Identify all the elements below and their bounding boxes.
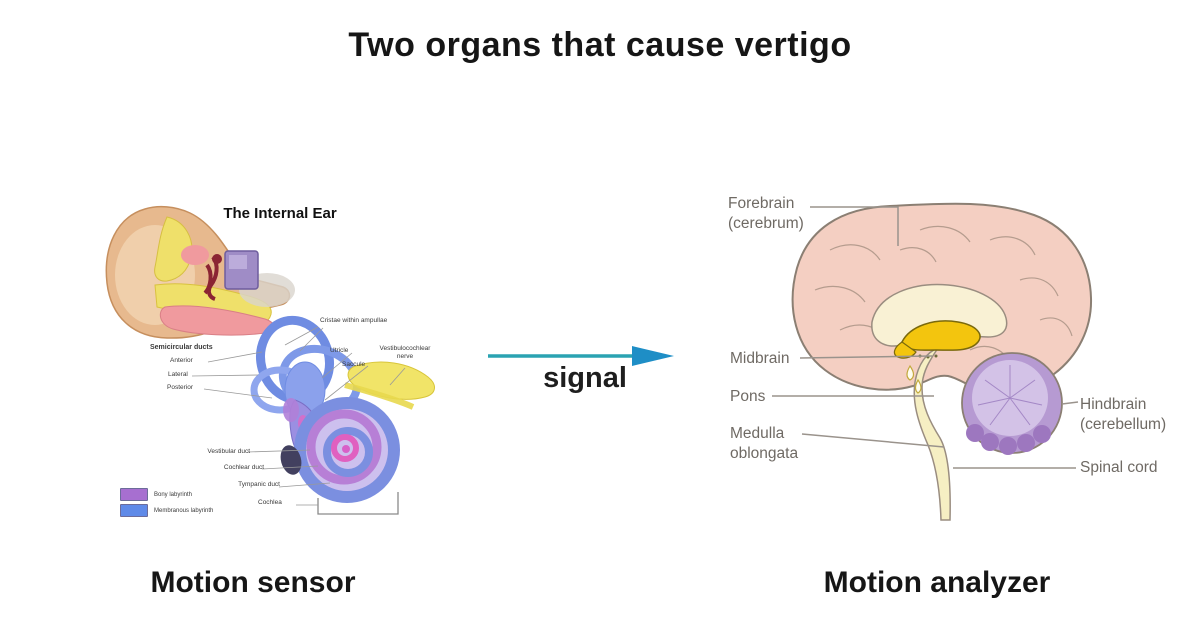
brain-pointer-lines (772, 206, 1079, 469)
label-saccule: Saccule (342, 361, 366, 368)
arbor-vitae-lines (977, 365, 1043, 426)
label-medulla-oblongata: Medulla oblongata (730, 425, 799, 462)
legend-membranous-labyrinth: Membranous labyrinth (120, 504, 213, 517)
label-vestibular-duct: Vestibular duct (207, 448, 250, 455)
membranous-labyrinth-label: Membranous labyrinth (154, 507, 214, 514)
legend-bony-labyrinth: Bony labyrinth (120, 488, 192, 501)
label-spinal-cord: Spinal cord (1080, 459, 1158, 476)
label-pons: Pons (730, 388, 766, 405)
ossicles (203, 255, 219, 301)
label-semicircular-ducts: Semicircular ducts (150, 344, 213, 351)
label-cochlea: Cochlea (258, 499, 282, 506)
label-cristae: Cristae within ampullae (320, 317, 388, 324)
label-vestibulocochlear-nerve: Vestibulocochlear nerve (379, 345, 431, 360)
label-forebrain: Forebrain (cerebrum) (728, 195, 804, 232)
bony-labyrinth-label: Bony labyrinth (154, 491, 193, 498)
signal-arrow (488, 346, 674, 366)
label-cochlear-duct: Cochlear duct (223, 464, 264, 471)
label-anterior: Anterior (170, 357, 193, 364)
label-tympanic-duct: Tympanic duct (238, 481, 280, 488)
brainstem (913, 346, 951, 521)
signal-label: signal (543, 362, 627, 394)
ear-diagram-title: The Internal Ear (223, 205, 337, 222)
label-hindbrain: Hindbrain (cerebellum) (1080, 396, 1167, 433)
label-midbrain: Midbrain (730, 350, 790, 367)
cochlea-bracket (317, 492, 399, 515)
label-lateral: Lateral (168, 371, 188, 378)
pituitary-droplet (906, 364, 915, 381)
cerebellum (961, 352, 1063, 455)
thalamus-gold (901, 320, 981, 351)
ear-cross-section (105, 205, 295, 339)
label-utricle: Utricle (330, 347, 349, 354)
motion-sensor-caption: Motion sensor (150, 566, 356, 599)
arrow-head (632, 346, 674, 366)
bony-labyrinth-swatch (120, 488, 148, 501)
label-posterior: Posterior (167, 384, 194, 391)
motion-analyzer-caption: Motion analyzer (823, 566, 1051, 599)
internal-ear-illustration (105, 205, 435, 515)
page-title: Two organs that cause vertigo (348, 26, 852, 64)
labyrinth-illustration (191, 315, 435, 515)
brain-illustration (772, 202, 1093, 521)
membranous-labyrinth-swatch (120, 504, 148, 517)
ear-pointer-lines (191, 326, 406, 506)
